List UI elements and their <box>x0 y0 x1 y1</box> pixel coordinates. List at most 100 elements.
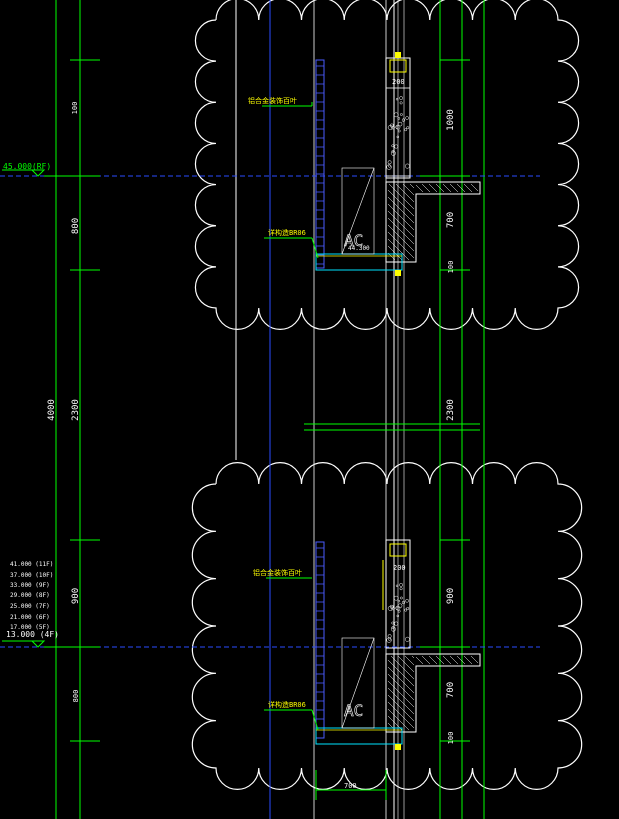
concrete-aggregate <box>391 125 395 130</box>
concrete-aggregate <box>400 113 403 116</box>
dim-floor-total: 4000 <box>47 399 57 421</box>
slab-hatch <box>387 231 415 259</box>
concrete-aggregate <box>399 583 403 587</box>
concrete-aggregate <box>388 637 392 641</box>
slab-hatch <box>387 189 415 217</box>
level-stack-item: 33.000 (9F) <box>10 582 50 589</box>
dimension-ticks <box>44 59 470 742</box>
slab-hatch <box>387 245 403 261</box>
concrete-aggregate <box>399 587 403 591</box>
slab-hatch <box>409 183 415 189</box>
level-marker-lower <box>2 640 46 648</box>
concrete-aggregate <box>387 160 392 165</box>
support-label-lower: 详构造BR06 <box>268 700 306 709</box>
concrete-aggregate <box>404 128 408 132</box>
level-stack-item: 29.000 (8F) <box>10 592 50 599</box>
lower-facade-detail: 200 AC 铝合金装饰百叶 详构造BR06 700 <box>253 539 481 800</box>
slab-hatch <box>387 203 415 231</box>
dim-left-upper-a: 100 <box>71 102 79 115</box>
slab-hatch <box>463 655 473 665</box>
slab-hatch <box>442 655 452 665</box>
slab-hatch <box>387 694 415 722</box>
concrete-aggregate <box>395 125 399 129</box>
concrete-aggregate <box>397 129 401 133</box>
concrete-aggregate <box>388 164 392 168</box>
vertical-grid-lines <box>55 0 485 819</box>
slab-hatch <box>435 183 445 193</box>
louver-label-lower: 铝合金装饰百叶 <box>253 568 302 577</box>
concrete-aggregate <box>391 621 395 625</box>
concrete-aggregate <box>389 123 394 128</box>
concrete-aggregate <box>396 614 400 618</box>
concrete-aggregate <box>386 164 392 170</box>
slab-hatch <box>387 701 415 729</box>
slab-hatch <box>387 210 415 238</box>
dim-right-mid: 2300 <box>446 399 456 421</box>
concrete-aggregate <box>390 626 396 632</box>
concrete-aggregate <box>405 116 409 120</box>
dim-left-lower-b: 800 <box>72 690 80 703</box>
louver-label-upper: 铝合金装饰百叶 <box>248 96 297 105</box>
concrete-aggregate <box>401 118 406 122</box>
slab-hatch <box>415 656 424 665</box>
dim-right-upper-c: 100 <box>447 261 455 274</box>
slab-hatch <box>404 655 415 666</box>
slab-hatch <box>435 655 445 665</box>
concrete-aggregate <box>404 636 410 642</box>
concrete-aggregate <box>395 606 399 610</box>
dim-left-upper-b: 800 <box>71 218 81 234</box>
slab-hatch <box>390 655 415 680</box>
concrete-aggregate <box>404 608 408 612</box>
concrete-aggregate <box>400 596 403 600</box>
support-label-upper: 详构造BR06 <box>268 228 306 237</box>
concrete-aggregate <box>386 637 392 643</box>
concrete-aggregate <box>397 121 403 127</box>
level-stack-item: 17.000 (5F) <box>10 624 50 631</box>
level-stack-item: 41.000 (11F) <box>10 561 53 568</box>
dim-right-lower-a: 900 <box>446 588 456 604</box>
concrete-aggregate <box>405 599 409 603</box>
concrete-aggregate <box>393 595 399 601</box>
slab-hatch <box>388 183 415 210</box>
ac-label-upper: AC <box>344 231 363 250</box>
slab-hatch <box>442 183 452 193</box>
ac-label-lower: AC <box>344 701 363 720</box>
concrete-aggregate <box>404 163 410 169</box>
revision-cloud-upper <box>194 0 580 330</box>
slab-hatch <box>449 655 459 665</box>
slab-level-label: 44.300 <box>348 245 370 252</box>
dim-left-lower-a: 900 <box>71 588 81 604</box>
slab-hatch <box>428 655 438 665</box>
dim-right-lower-c: 100 <box>447 732 455 745</box>
level-stack-item: 25.000 (7F) <box>10 603 50 610</box>
right-dimensions: 1000 700 100 2300 900 700 100 <box>446 109 456 744</box>
concrete-aggregate <box>389 604 394 609</box>
concrete-aggregate <box>391 144 395 148</box>
slab-hatch <box>387 687 415 715</box>
concrete-aggregate <box>397 599 401 603</box>
upper-facade-detail: 200 AC 铝合金装饰百叶 详构造BR06 44.300 <box>248 52 481 276</box>
slab-hatch <box>387 659 415 687</box>
dim-bottom-width: 700 <box>344 782 357 790</box>
slab-hatch <box>387 238 410 261</box>
dim-right-upper-a: 1000 <box>446 109 456 131</box>
concrete-aggregate <box>401 600 406 605</box>
slab-hatch <box>395 183 415 203</box>
concrete-aggregate <box>393 112 399 118</box>
dim-right-upper-b: 700 <box>446 212 456 228</box>
concrete-aggregate <box>397 609 401 613</box>
concrete-aggregate <box>391 150 394 153</box>
wall-thickness-upper: 200 <box>392 78 405 86</box>
level-text-upper: 45.000(RF) <box>3 162 51 171</box>
slab-hatch <box>449 183 459 193</box>
concrete-aggregate <box>397 117 401 120</box>
slab-hatch <box>387 673 415 701</box>
slab-hatch <box>456 183 466 193</box>
level-stack-item: 37.000 (10F) <box>10 572 53 579</box>
concrete-aggregate <box>399 96 403 100</box>
level-marker-upper <box>2 169 46 177</box>
slab-hatch <box>411 655 415 659</box>
concrete-aggregate <box>394 621 399 626</box>
level-stack-item: 21.000 (6F) <box>10 614 50 621</box>
